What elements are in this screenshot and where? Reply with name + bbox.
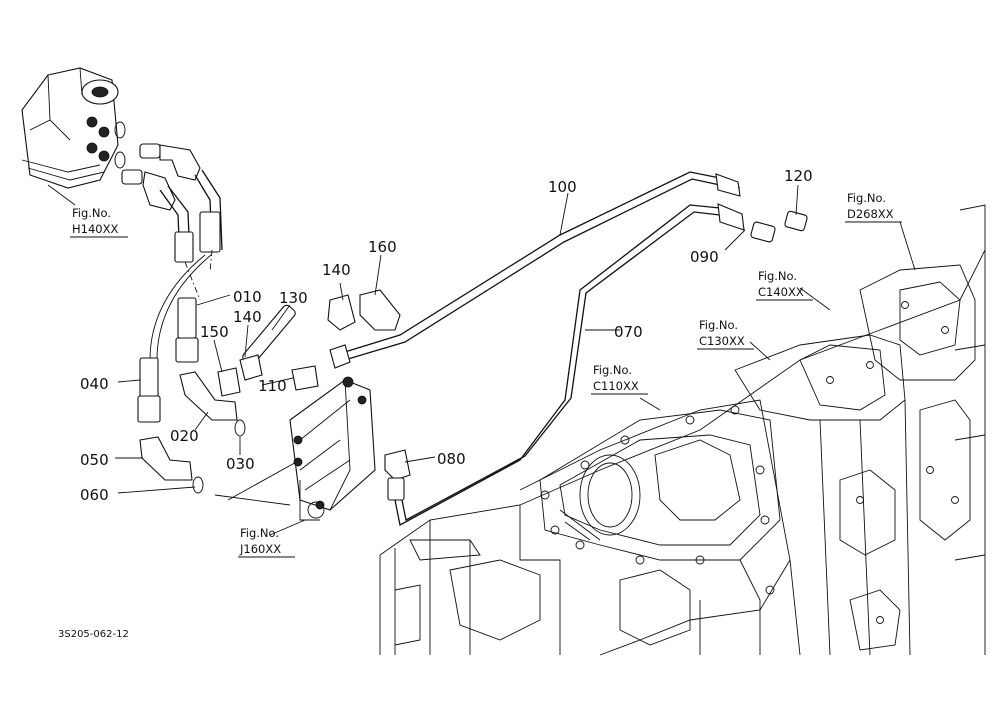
part-label-110: 110	[258, 377, 287, 395]
part-label-030: 030	[226, 455, 255, 473]
pipe-fittings	[217, 173, 808, 501]
part-label-060: 060	[80, 486, 109, 504]
drawing-code: 3S205-062-12	[58, 629, 129, 640]
part-label-140-mid: 140	[233, 308, 262, 326]
part-label-020: 020	[170, 427, 199, 445]
part-label-100: 100	[548, 178, 577, 196]
fig-ref-h140-line2: H140XX	[72, 222, 118, 236]
figure-reference-labels: Fig.No. H140XX Fig.No. D268XX Fig.No. C1…	[70, 191, 902, 558]
fig-ref-c130-line1: Fig.No.	[699, 318, 738, 332]
part-label-080: 080	[437, 450, 466, 468]
fig-ref-c110-line2: C110XX	[593, 379, 639, 393]
fig-ref-j160-line1: Fig.No.	[240, 526, 279, 540]
part-label-130: 130	[279, 289, 308, 307]
control-valve	[289, 376, 376, 521]
transmission-housing	[379, 204, 986, 656]
fig-ref-j160-line2: J160XX	[239, 542, 281, 556]
part-label-010: 010	[233, 288, 262, 306]
fig-ref-d268-line1: Fig.No.	[847, 191, 886, 205]
leader-lines	[47, 184, 916, 536]
part-label-070: 070	[614, 323, 643, 341]
fig-ref-d268-line2: D268XX	[847, 207, 894, 221]
steering-fittings	[121, 143, 201, 211]
part-label-090: 090	[690, 248, 719, 266]
part-label-050: 050	[80, 451, 109, 469]
fig-ref-h140-line1: Fig.No.	[72, 206, 111, 220]
part-label-120: 120	[784, 167, 813, 185]
part-label-140-top: 140	[322, 261, 351, 279]
part-label-150: 150	[200, 323, 229, 341]
part-label-040: 040	[80, 375, 109, 393]
fig-ref-c140-line1: Fig.No.	[758, 269, 797, 283]
elbow-fittings	[139, 371, 246, 494]
fig-ref-c110-line1: Fig.No.	[593, 363, 632, 377]
hoses	[137, 169, 223, 423]
part-number-labels: 100 120 160 140 010 130 140 150 090 070 …	[80, 167, 813, 504]
fig-ref-c140-line2: C140XX	[758, 285, 804, 299]
steering-unit	[21, 67, 126, 189]
fig-ref-c130-line2: C130XX	[699, 334, 745, 348]
part-label-160: 160	[368, 238, 397, 256]
